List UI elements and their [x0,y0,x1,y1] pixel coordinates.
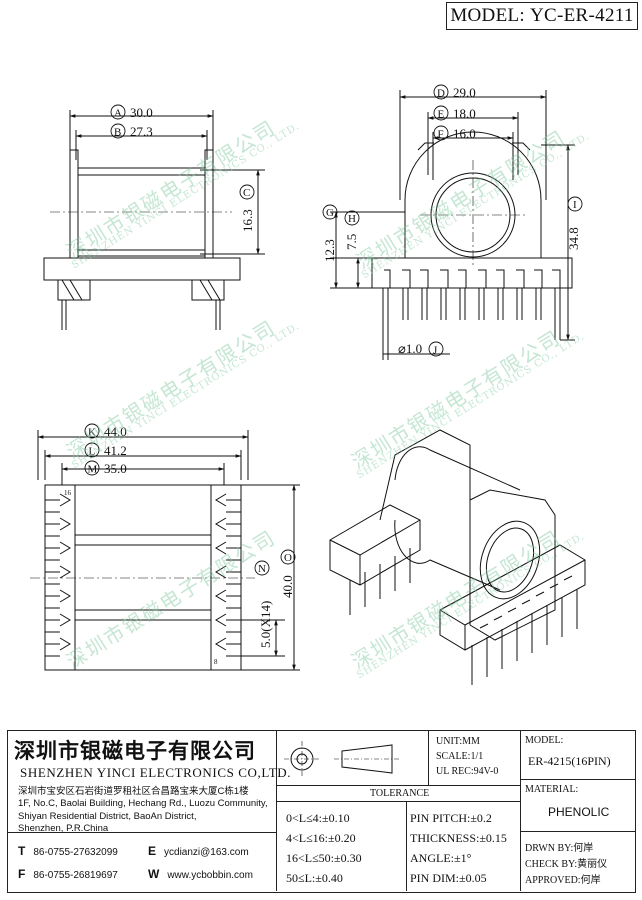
technical-drawing: A 30.0 B 27.3 C 16.3 D 29.0 E 18.0 F 16.… [30,84,586,685]
model-value: YC-ER-4211 [530,5,634,26]
side-pins [382,288,561,340]
dim-M: 35.0 [104,461,127,476]
check-by: CHECK BY:黄丽仪 [525,859,608,870]
address-line-1: 深圳市宝安区石岩街道罗租社区合昌路宝来大厦C栋1楼 [18,786,249,797]
material-value: PHENOLIC [548,805,610,819]
address-line-4: Shenzhen, P.R.China [18,823,109,835]
email-key: E [148,844,157,858]
dim-letter-B: B [114,127,121,139]
tol-left-1: 0<L≤4:±0.10 [286,811,350,825]
email-value: ycdianzi@163.com [164,847,249,858]
company-name-en: SHENZHEN YINCI ELECTRONICS CO,LTD. [20,765,292,780]
title-block: 深圳市银磁电子有限公司 SHENZHEN YINCI ELECTRONICS C… [7,730,636,893]
dim-F: 16.0 [453,126,476,141]
unit: UNIT:MM [436,736,480,747]
address-line-3: Shiyan Residential District, BaoAn Distr… [18,810,197,822]
dim-letter-L: L [89,446,96,458]
company-address: 深圳市宝安区石岩街道罗租社区合昌路宝来大厦C栋1楼 1F, No.C, Baol… [18,786,278,836]
tol-right-2: THICKNESS:±0.15 [410,831,507,845]
tol-right-1: PIN PITCH:±0.2 [410,811,492,825]
dim-letter-M: M [88,464,98,476]
model-field-label: MODEL: [525,735,564,746]
pin-label-last: 8 [214,658,218,666]
dim-letter-H: H [348,213,356,225]
dim-letter-A: A [114,108,122,120]
dim-E: 18.0 [453,106,476,121]
scale: SCALE:1/1 [436,751,484,762]
fax-value: 86-0755-26819697 [33,870,118,881]
dim-letter-O: O [284,552,292,564]
approved-by: APPROVED:何岸 [525,875,601,886]
dim-circles [84,84,583,576]
ul-rec: UL REC:94V-0 [436,766,499,777]
dim-N: 5.0(X14) [258,601,273,648]
dim-letter-N: N [258,563,266,575]
model-label: MODEL: [450,5,525,26]
dim-H: 7.5 [344,234,359,250]
tolerance-title: TOLERANCE [370,788,430,799]
tol-left-2: 4<L≤16:±0.20 [286,831,356,845]
dim-A: 30.0 [130,105,153,120]
pin-row-right [215,493,241,657]
tol-left-3: 16<L≤50:±0.30 [286,851,362,865]
front-view [43,110,265,330]
dim-B: 27.3 [130,124,153,139]
tol-right-3: ANGLE:±1° [410,851,472,865]
dim-O: 40.0 [280,575,295,598]
tel-key: T [18,844,26,858]
dim-letter-D: D [437,88,445,100]
dim-K: 44.0 [104,424,127,439]
dim-D: 29.0 [453,85,476,100]
dim-letter-I: I [573,199,577,211]
dim-I: 34.8 [566,227,581,250]
model-field-value: ER-4215(16PIN) [528,754,611,768]
dim-letter-G: G [326,207,334,219]
tol-left-4: 50≤L:±0.40 [286,871,343,885]
fax-key: F [18,867,26,881]
dim-C: 16.3 [240,209,255,232]
dim-letter-F: F [438,129,444,141]
address-line-2: 1F, No.C, Baolai Building, Hechang Rd., … [18,798,268,810]
fax: F 86-0755-26819697 [18,867,118,881]
iso-pins [349,548,578,685]
projection-symbol [284,741,400,777]
drawn-by: DRWN BY:何岸 [525,843,594,854]
web-key: W [148,867,160,881]
dim-L: 41.2 [104,443,127,458]
dim-J: ⌀1.0 [398,341,422,356]
side-pin-slots [384,269,561,288]
web-value: www.ycbobbin.com [167,870,253,881]
pin-label-first: 16 [64,489,72,497]
model-box: MODEL: YC-ER-4211 [446,2,638,30]
company-name-cn: 深圳市银磁电子有限公司 [14,738,256,763]
bottom-view [30,430,300,671]
pin-row-left [45,493,71,657]
tol-right-4: PIN DIM:±0.05 [410,871,487,885]
dim-G: 12.3 [322,239,337,262]
tel: T 86-0755-27632099 [18,844,118,858]
dim-letter-J: J [433,345,438,357]
material-label: MATERIAL: [525,784,579,795]
dim-letter-K: K [88,427,96,439]
isometric-view [329,429,586,685]
dim-letter-C: C [243,187,250,199]
tel-value: 86-0755-27632099 [33,847,118,858]
dim-letter-E: E [438,109,445,121]
